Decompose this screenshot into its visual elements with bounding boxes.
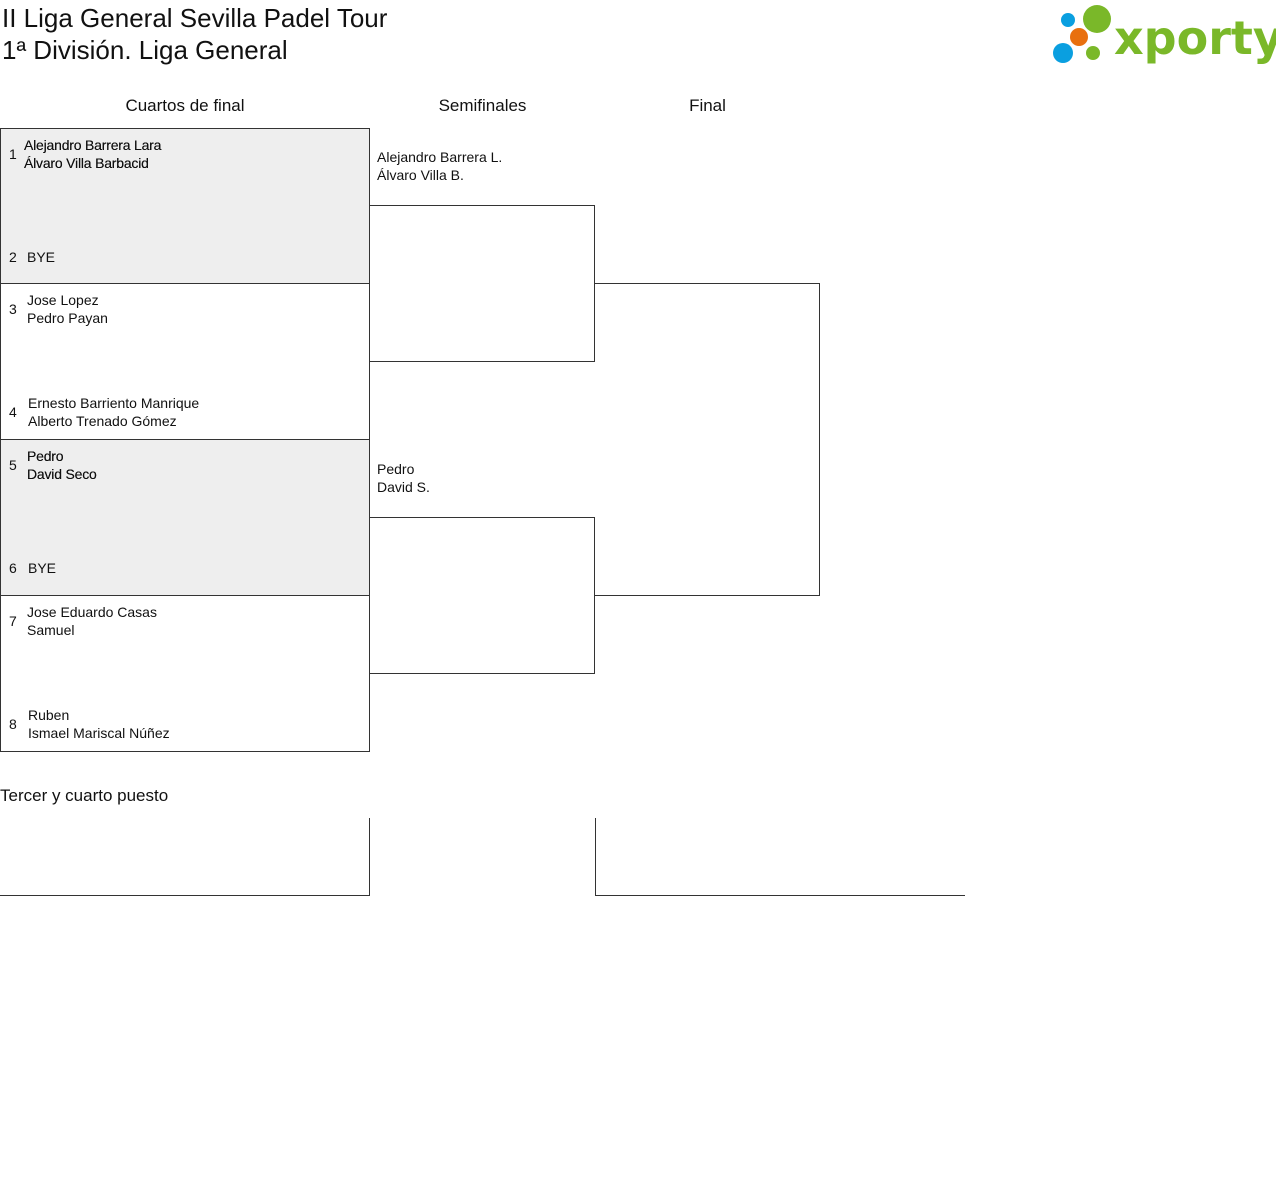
player-name: Pedro Payan (27, 310, 108, 326)
seed-number: 7 (9, 613, 17, 629)
round-header-semifinals: Semifinales (438, 96, 527, 115)
player-name: Alejandro Barrera L. (377, 149, 503, 165)
seed-number: 8 (9, 716, 17, 732)
third-place-slot-1 (0, 818, 370, 896)
semifinal-team-1: Alejandro Barrera L. Álvaro Villa B. (377, 148, 502, 184)
match-qf-2: 3 Jose Lopez Pedro Payan 4 Ernesto Barri… (0, 284, 370, 440)
page-subtitle: 1ª División. Liga General (2, 35, 288, 65)
player-name: Álvaro Villa B. (377, 167, 464, 183)
player-name: Pedro (377, 461, 415, 477)
final-connector (594, 283, 820, 596)
player-name: Jose Lopez (27, 292, 99, 308)
player-name: Álvaro Villa Barbacid (24, 155, 149, 171)
player-name: David S. (377, 479, 430, 495)
xporty-logo: xporty (1050, 4, 1280, 66)
seed-number: 3 (9, 301, 17, 317)
seed-number: 6 (9, 560, 17, 576)
player-name: Ruben (28, 707, 70, 723)
match-qf-3: 5 Pedro David Seco 6 BYE (0, 440, 370, 596)
player-name: Alberto Trenado Gómez (28, 413, 177, 429)
seed-number: 5 (9, 457, 17, 473)
semifinal-team-2: Pedro David S. (377, 460, 430, 496)
seed-number: 1 (9, 146, 17, 162)
player-name: Pedro (27, 448, 64, 464)
round-header-quarterfinals: Cuartos de final (125, 96, 245, 115)
player-name: Ernesto Barriento Manrique (28, 395, 200, 411)
match-qf-1: 1 Alejandro Barrera Lara Álvaro Villa Ba… (0, 128, 370, 284)
page-title: II Liga General Sevilla Padel Tour (2, 3, 388, 33)
svg-text:xporty: xporty (1114, 11, 1276, 65)
player-name: Alejandro Barrera Lara (24, 137, 162, 153)
round-header-final: Final (689, 96, 726, 115)
third-place-result (595, 818, 965, 896)
player-name: BYE (27, 249, 56, 265)
semifinal-connector-2 (370, 517, 595, 674)
seed-number: 4 (9, 404, 17, 420)
third-place-title: Tercer y cuarto puesto (0, 786, 169, 805)
player-name: BYE (28, 560, 57, 576)
seed-number: 2 (9, 249, 17, 265)
player-name: David Seco (27, 466, 97, 482)
semifinal-connector-1 (370, 205, 595, 362)
player-name: Ismael Mariscal Núñez (28, 725, 170, 741)
player-name: Jose Eduardo Casas (27, 604, 157, 620)
match-qf-4: 7 Jose Eduardo Casas Samuel 8 Ruben Isma… (0, 596, 370, 752)
player-name: Samuel (27, 622, 75, 638)
team-1: Alejandro Barrera Lara Álvaro Villa Barb… (24, 136, 161, 172)
